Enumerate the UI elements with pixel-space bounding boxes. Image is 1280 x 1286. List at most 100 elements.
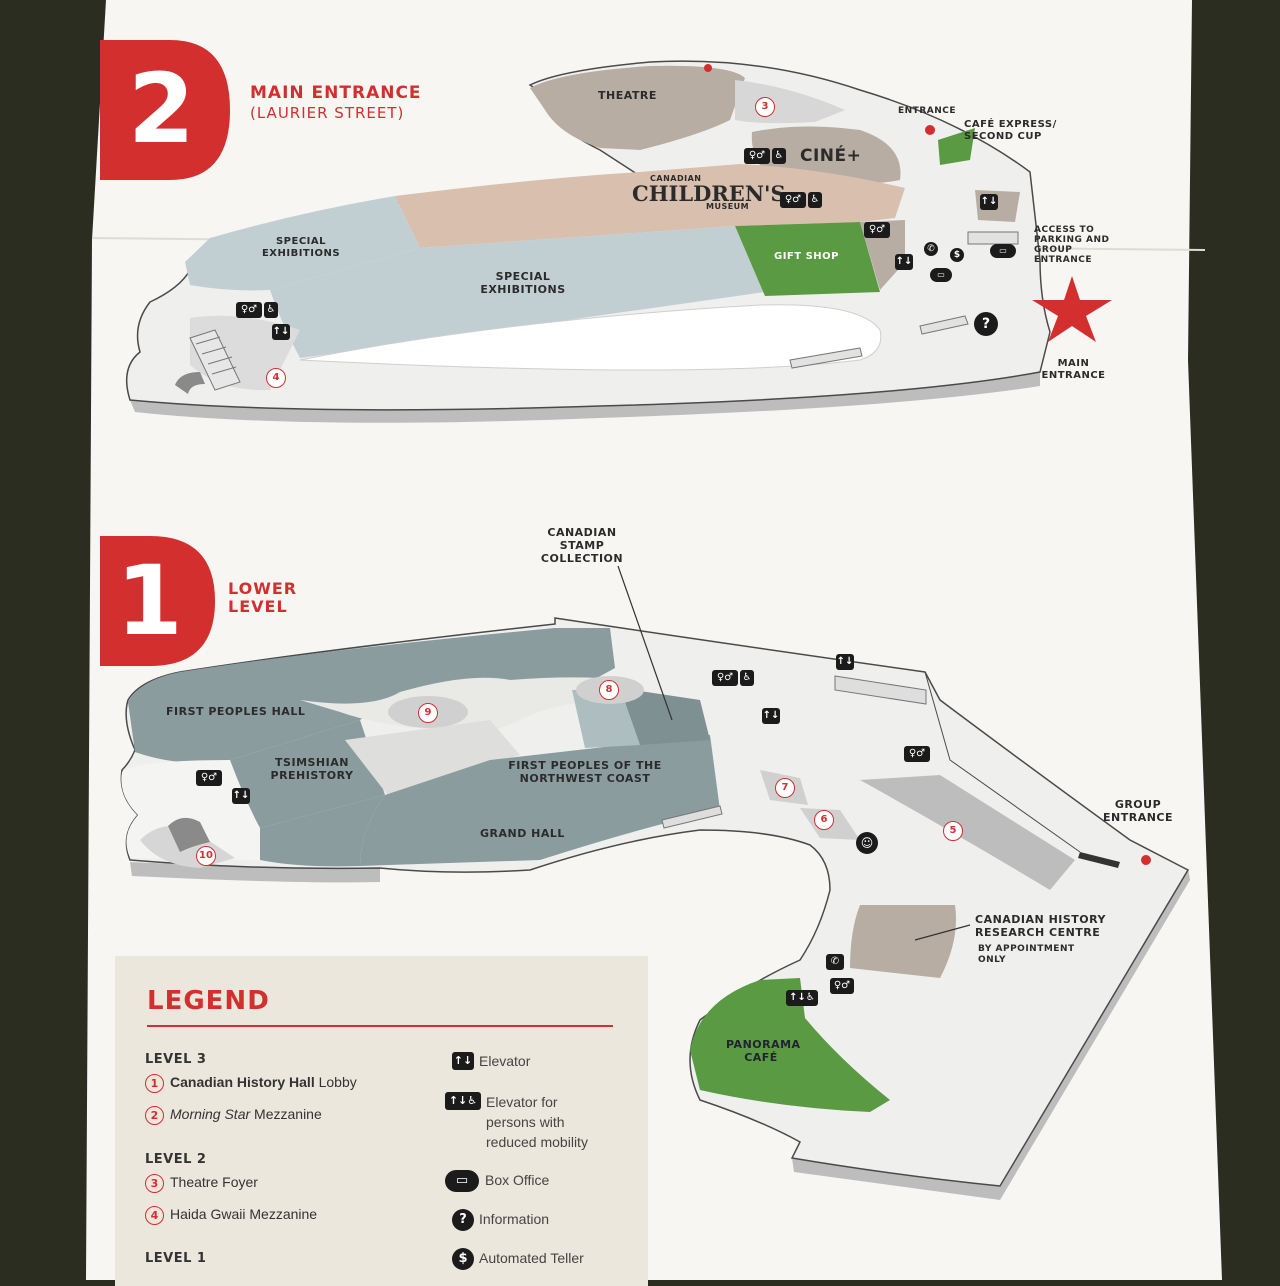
northwest-coast-label: FIRST PEOPLES OF THE NORTHWEST COAST (508, 759, 662, 785)
theatre-area (530, 65, 745, 150)
childrens-museum-top-label: CANADIAN (650, 174, 702, 183)
legend-divider (147, 1025, 613, 1027)
marker-7[interactable]: 7 (775, 778, 795, 798)
accessible-icon: ♿ (264, 302, 278, 318)
legend-box-office-icon: ▭ (445, 1170, 479, 1192)
legend-information-icon: ? (452, 1209, 474, 1231)
level2-inner-court (299, 304, 882, 371)
childrens-museum-bottom-label: MUSEUM (706, 202, 750, 211)
panorama-cafe-area (690, 978, 890, 1112)
legend-box-office-text: Box Office (485, 1172, 550, 1188)
box-office-icon: ▭ (930, 268, 952, 282)
marker-5[interactable]: 5 (943, 821, 963, 841)
marker-6[interactable]: 6 (814, 810, 834, 830)
escalator-top (834, 675, 927, 705)
group-entrance-label: GROUP ENTRANCE (1103, 798, 1173, 824)
restroom-icon: ♀♂ (196, 770, 222, 786)
level1-number: 1 (116, 545, 183, 657)
phone-icon: ✆ (826, 954, 844, 970)
research-note-label: BY APPOINTMENT ONLY (978, 944, 1075, 965)
legend-marker-2: 2 (145, 1106, 164, 1125)
level1-title: LOWER LEVEL (228, 579, 298, 617)
level2-title: MAIN ENTRANCE (250, 83, 422, 103)
marker-haida-gwaii[interactable]: 4 (266, 368, 286, 388)
panorama-cafe-label: PANORAMA CAFÉ (726, 1038, 801, 1064)
level2-subtitle: (LAURIER STREET) (250, 104, 405, 122)
restroom-icon: ♀♂ (830, 978, 854, 994)
special-exhibitions-1-area (185, 196, 420, 291)
gallery-5-area (860, 775, 1075, 890)
entrance-label: ENTRANCE (898, 106, 956, 116)
legend-title: LEGEND (147, 986, 270, 1016)
restroom-icon: ♀♂ (780, 192, 806, 208)
access-parking-label: ACCESS TO PARKING AND GROUP ENTRANCE (1034, 225, 1110, 265)
accessible-icon: ♿ (740, 670, 754, 686)
box-office-icon: ▭ (990, 244, 1016, 258)
stairs-left (189, 329, 241, 391)
stamp-dark-area (620, 688, 710, 745)
legend-elevator-rm-text: Elevator for persons with reduced mobili… (486, 1094, 588, 1150)
legend-marker-4: 4 (145, 1206, 164, 1225)
level2-number: 2 (128, 53, 195, 165)
stamp-collection-label: CANADIAN STAMP COLLECTION (540, 526, 624, 565)
restroom-icon: ♀♂ (904, 746, 930, 762)
northwest-coast-area (360, 735, 720, 866)
grand-hall-label: GRAND HALL (480, 827, 565, 840)
stairs-ramp-left (175, 372, 205, 394)
tsimshian-label: TSIMSHIAN PREHISTORY (270, 756, 354, 782)
theatre-entrance-dot (704, 64, 712, 72)
corridor-right (924, 671, 1081, 853)
legend-level3-heading: LEVEL 3 (145, 1052, 207, 1067)
cafe-express-area (938, 128, 975, 165)
restroom-icon: ♀♂ (864, 222, 890, 238)
main-entrance-star (1032, 276, 1112, 342)
childrens-museum-area (395, 164, 905, 248)
level2-badge (100, 40, 230, 180)
grand-hall-area (260, 795, 385, 867)
legend-atm-text: Automated Teller (479, 1250, 584, 1266)
legend-item-2-rest: Mezzanine (250, 1106, 322, 1123)
elevator-reduced-mobility-icon: ↑↓♿ (786, 990, 818, 1006)
atm-icon: $ (950, 248, 964, 262)
elevator-icon: ↑↓ (272, 324, 290, 340)
research-centre-area (850, 905, 956, 978)
restroom-icon: ♀♂ (744, 148, 770, 164)
gift-shop-area (735, 222, 880, 296)
legend-item-4-text: Haida Gwaii Mezzanine (170, 1206, 318, 1223)
escalator-right (919, 231, 1019, 335)
legend-item-2-italic: Morning Star (170, 1106, 251, 1123)
legend-item-1-rest: Lobby (314, 1074, 357, 1091)
marker-9[interactable]: 9 (418, 703, 438, 723)
first-peoples-hall-label: FIRST PEOPLES HALL (166, 705, 306, 718)
legend-marker-3: 3 (145, 1174, 164, 1193)
stamp-leader-line (617, 565, 673, 721)
marker-theatre-foyer[interactable]: 3 (755, 97, 775, 117)
research-centre-label: CANADIAN HISTORY RESEARCH CENTRE (975, 913, 1106, 939)
special-exhibitions-2-area (270, 226, 765, 358)
cafe-express-label: CAFÉ EXPRESS/ SECOND CUP (964, 119, 1057, 142)
marker-8[interactable]: 8 (599, 680, 619, 700)
legend-atm-icon: $ (452, 1248, 474, 1270)
information-icon: ? (974, 312, 998, 336)
gift-shop-label: GIFT SHOP (774, 251, 839, 262)
elevator-icon: ↑↓ (836, 654, 854, 670)
legend-information-text: Information (479, 1211, 550, 1227)
legend-item-4: 4 Haida Gwaii Mezzanine (145, 1206, 317, 1225)
legend-item-1-bold: Canadian History Hall (170, 1074, 315, 1091)
elevator-icon: ↑↓ (895, 254, 913, 270)
elevator-icon: ↑↓ (762, 708, 780, 724)
research-leader-line (914, 924, 971, 941)
entrance-dot (925, 125, 935, 135)
cine-label: CINÉ+ (800, 146, 862, 166)
group-entrance-ramp (1078, 852, 1120, 868)
marker-10[interactable]: 10 (196, 846, 216, 866)
escalator-center (789, 347, 863, 369)
theatre-label: THEATRE (598, 89, 657, 102)
legend-level2-heading: LEVEL 2 (145, 1152, 207, 1167)
level1-south-base (792, 868, 1190, 1200)
elevator-icon: ↑↓ (980, 194, 998, 210)
legend-level1-heading: LEVEL 1 (145, 1251, 207, 1266)
